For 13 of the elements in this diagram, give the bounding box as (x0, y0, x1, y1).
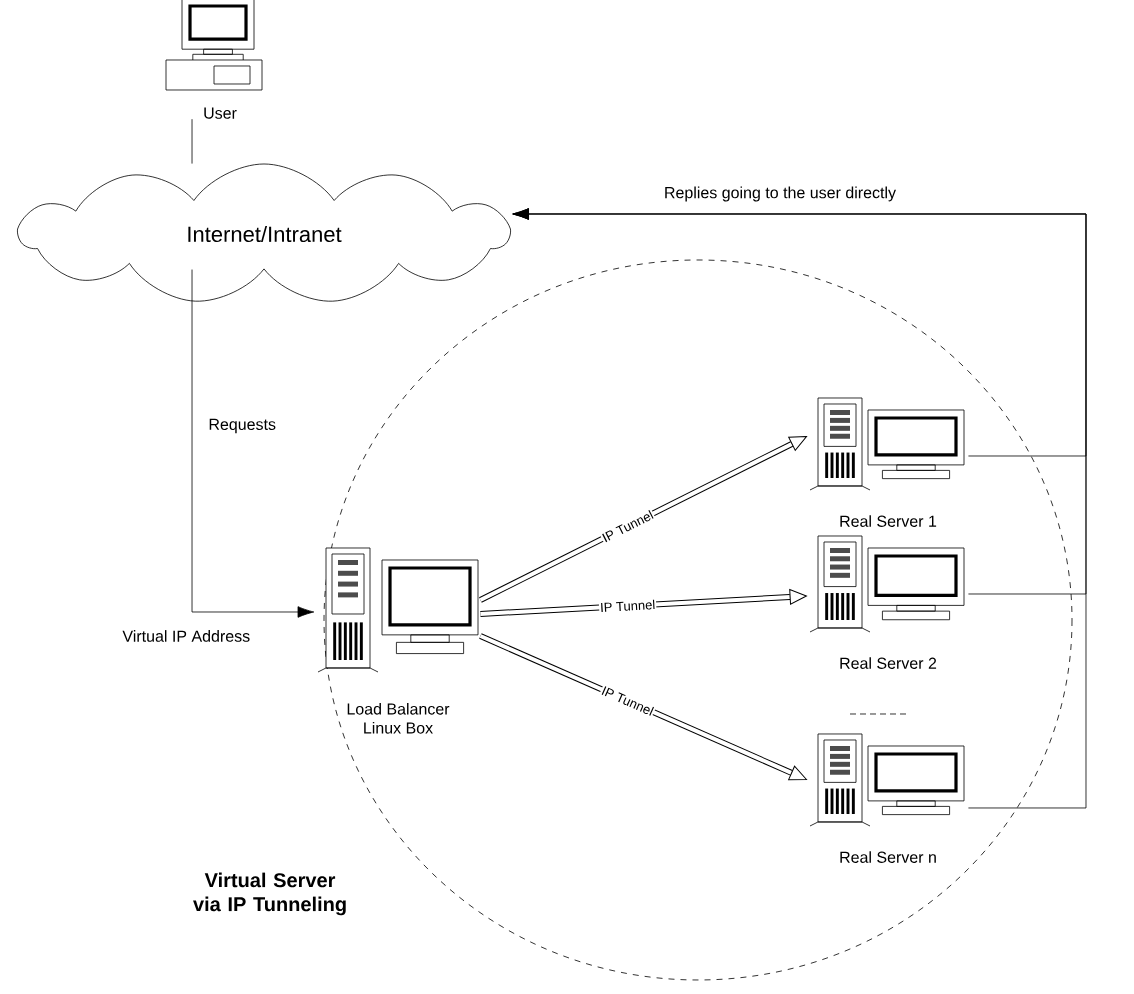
connector-line (191, 118, 193, 164)
arrow (512, 208, 1087, 809)
node-label: Real Server 1 (840, 515, 937, 527)
node-label: Real Server 2 (840, 657, 937, 669)
node-label: User (204, 107, 237, 119)
arrow (191, 269, 315, 618)
node-label: Real Server n (840, 851, 936, 863)
title-label: Virtual Server via IP Tunneling (193, 872, 346, 916)
edge-label: Requests (206, 416, 278, 436)
node-label: Load Balancer Linux Box (347, 702, 450, 734)
address-label: Virtual IP Address (122, 630, 250, 642)
edge-label: Replies going to the user directly (661, 184, 899, 204)
cloud: Internet/Intranet (17, 163, 511, 302)
